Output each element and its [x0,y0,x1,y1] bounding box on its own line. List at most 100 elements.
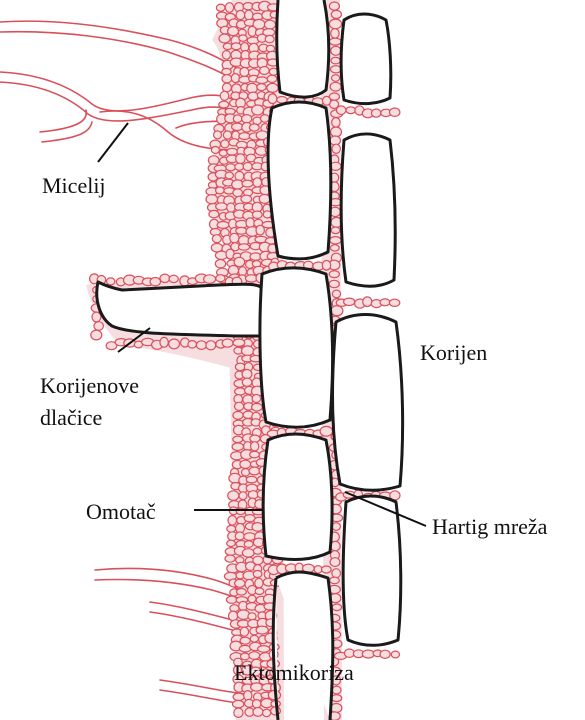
fungal-cell [249,124,259,131]
fungal-cell [331,695,341,702]
fungal-cell [236,227,247,234]
fungal-cell [91,330,102,340]
fungal-cell [225,172,233,179]
fungal-cell [250,451,260,458]
fungal-cell [239,35,247,41]
fungal-cell [233,436,243,442]
fungal-cell [227,525,236,532]
fungal-cell [240,627,248,636]
fungal-cell [337,106,346,115]
fungal-cell [219,101,229,108]
label-korijen: Korijen [420,340,487,365]
fungal-cell [242,549,254,557]
fungal-cell [331,127,342,137]
fungal-cell [236,10,245,19]
fungal-cell [248,595,256,602]
fungal-cell [329,271,339,278]
fungal-cell [256,225,264,235]
fungal-cell [244,691,252,701]
fungal-cell [222,68,231,74]
fungal-cell [255,588,264,595]
fungal-cell [330,136,341,145]
fungal-cell [209,210,219,217]
fungal-cell [242,115,252,123]
fungal-cell [260,67,270,75]
fungal-cell [242,180,253,187]
fungal-cell [231,74,239,83]
fungal-cell [246,476,257,483]
fungal-cell [211,147,219,154]
fungal-cell [206,195,218,204]
fungal-cell [219,34,230,43]
fungal-cell [264,20,275,29]
fungal-cell [253,548,262,555]
fungal-cell [330,237,342,244]
fungal-cell [236,154,245,164]
fungal-cell [332,686,341,694]
fungal-cell [232,443,243,451]
fungal-cell [332,144,340,153]
fungal-cell [257,84,266,91]
fungal-cell [226,596,237,603]
fungal-cell [372,109,381,117]
fungal-cell [252,403,263,411]
fungal-cell [222,75,232,83]
fungal-cell [227,203,235,212]
fungal-cell [233,115,242,123]
fungal-cell [169,275,178,282]
fungal-cell [332,569,341,578]
fungal-cell [222,51,230,60]
label-hartig-mreza: Hartig mreža [432,514,548,539]
fungal-cell [230,605,239,612]
fungal-cell [320,426,332,436]
fungal-cell [331,306,343,316]
fungal-cell [234,257,245,266]
fungal-cell [259,194,270,203]
fungal-cell [240,68,249,77]
fungal-cell [204,275,216,284]
fungal-cell [362,650,374,658]
fungal-cell [267,83,278,92]
fungal-cell [242,378,252,386]
fungal-cell [332,118,340,128]
fungal-cell [94,322,103,331]
fungal-cell [245,10,253,20]
fungal-cell [219,150,227,156]
fungal-cell [391,651,399,658]
label-korijenove-line2: dlačice [40,405,102,430]
fungal-cell [220,91,229,100]
fungal-cell [233,700,244,707]
fungal-cell [160,337,168,347]
fungal-cell [233,693,244,700]
fungal-cell [332,290,340,298]
fungal-cell [214,131,222,139]
root-hair [97,282,262,336]
caption: Ektomikoriza [234,660,354,685]
fungal-cell [221,140,229,148]
fungal-cell [332,604,341,611]
fungal-cell [242,469,250,476]
fungal-cell [265,35,274,42]
fungal-cell [228,27,239,36]
fungal-cell [261,115,270,123]
fungal-cell [241,195,252,203]
fungal-cell [331,29,339,39]
fungal-cell [231,43,241,50]
mycelium-hyphae [0,21,246,704]
fungal-cell [212,235,221,243]
fungal-cell [235,363,245,370]
fungal-cell [244,533,256,541]
fungal-cell [252,211,262,218]
fungal-cell [222,83,231,92]
fungal-cell [188,341,197,348]
fungal-cell [228,491,239,501]
fungal-cell [235,532,244,540]
fungal-cell [233,189,243,197]
fungal-cell [256,77,268,84]
fungal-cell [240,637,250,644]
fungal-cell [216,275,225,282]
fungal-cell [250,635,258,642]
fungal-cell [225,3,233,13]
fungal-cell [251,442,259,451]
fungal-cell [329,38,341,45]
